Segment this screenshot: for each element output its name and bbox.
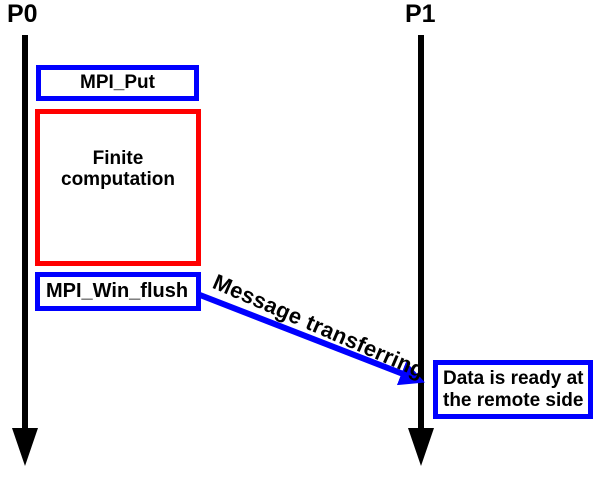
box-data-ready-line2: the remote side — [443, 389, 584, 411]
process-label-p0: P0 — [7, 0, 38, 28]
box-mpi-win-flush-label: MPI_Win_flush — [46, 280, 189, 303]
box-mpi-put-label: MPI_Put — [80, 72, 155, 94]
lifeline-p0 — [12, 35, 38, 466]
box-mpi-win-flush[interactable]: MPI_Win_flush — [35, 272, 201, 311]
box-finite-computation-line1: Finite — [92, 148, 144, 169]
lifeline-p1 — [408, 35, 434, 466]
box-data-ready-line1: Data is ready at — [443, 367, 584, 389]
box-data-ready[interactable]: Data is ready at the remote side — [433, 360, 593, 419]
process-label-p1: P1 — [405, 0, 436, 28]
box-finite-computation-label: Finite computation — [61, 148, 175, 191]
box-mpi-put[interactable]: MPI_Put — [36, 65, 199, 101]
box-data-ready-label: Data is ready at the remote side — [443, 368, 583, 412]
box-finite-computation-line2: computation — [61, 169, 175, 191]
box-finite-computation[interactable]: Finite computation — [35, 109, 201, 266]
